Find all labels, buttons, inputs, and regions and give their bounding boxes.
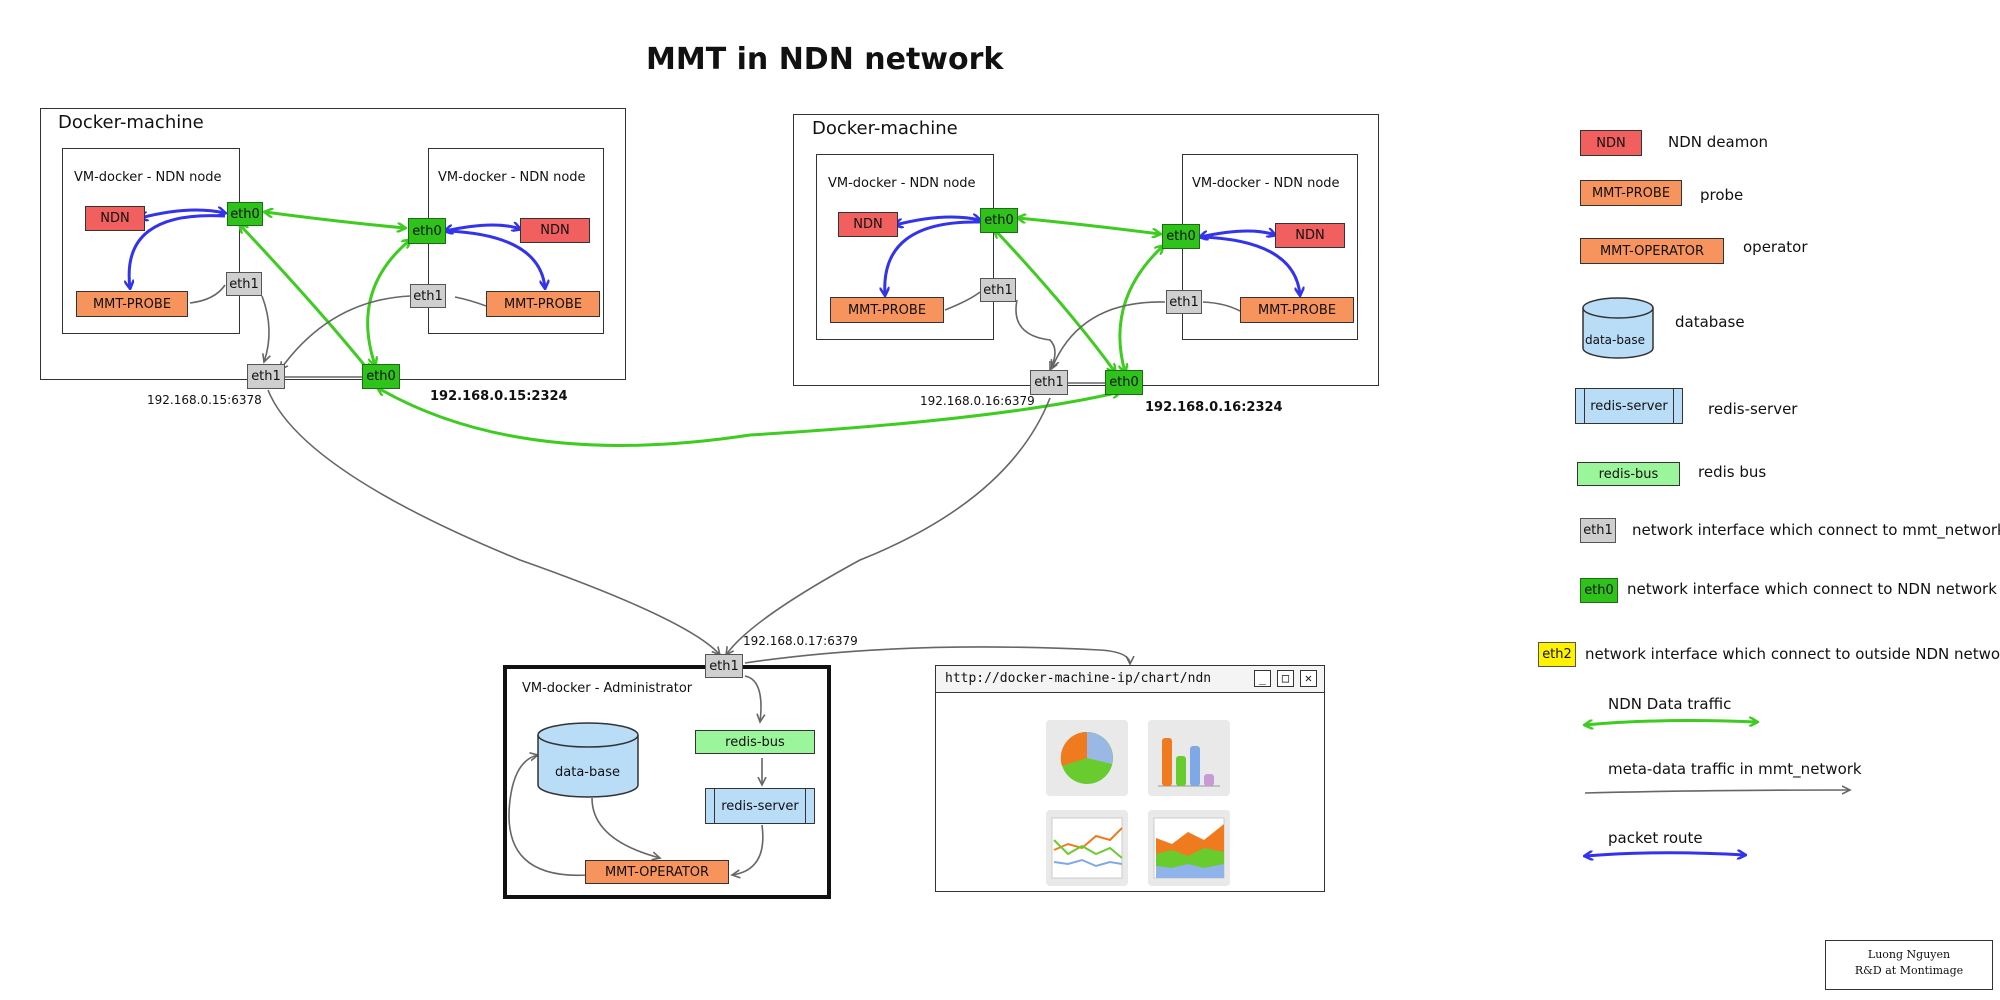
redis-bus-admin: redis-bus — [695, 730, 815, 754]
meta-data-lines — [189, 284, 1241, 875]
docker-machine-right-label: Docker-machine — [812, 118, 958, 139]
legend-database-label: data-base — [1585, 333, 1645, 347]
ndn-traffic-lines — [240, 212, 1163, 447]
database-admin-label: data-base — [555, 765, 620, 780]
author-org: R&D at Montimage — [1854, 964, 1964, 977]
legend-database-text: database — [1675, 313, 1745, 331]
eth1-admin: eth1 — [705, 654, 743, 678]
ndn-daemon-left-a: NDN — [85, 206, 145, 231]
ip-right-eth0: 192.168.0.16:2324 — [1145, 400, 1283, 415]
legend-redis-server-swatch: redis-server — [1575, 388, 1683, 424]
mmt-probe-right-b: MMT-PROBE — [1240, 297, 1354, 323]
database-cylinder-legend — [1582, 297, 1654, 359]
minimize-button[interactable]: _ — [1254, 670, 1271, 687]
legend-operator-text: operator — [1743, 238, 1808, 256]
ndn-daemon-right-a: NDN — [838, 212, 898, 237]
packet-route-lines — [129, 210, 1300, 295]
vm-ndn-node-right-a-label: VM-docker - NDN node — [828, 176, 976, 191]
legend-packet-route-text: packet route — [1608, 829, 1703, 847]
maximize-button[interactable]: □ — [1277, 670, 1294, 687]
area-chart-icon — [1148, 810, 1230, 886]
mmt-probe-right-a: MMT-PROBE — [830, 297, 944, 323]
legend-lines — [1585, 721, 1850, 856]
eth0-left-b: eth0 — [408, 218, 446, 244]
redis-server-admin: redis-server — [705, 788, 815, 824]
legend-operator-swatch: MMT-OPERATOR — [1580, 238, 1724, 264]
ip-right-eth1: 192.168.0.16:6379 — [920, 394, 1035, 408]
ip-left-eth0: 192.168.0.15:2324 — [430, 389, 568, 404]
ndn-daemon-right-b: NDN — [1275, 223, 1345, 248]
browser-window[interactable]: http://docker-machine-ip/chart/ndn _ □ ✕ — [935, 665, 1325, 892]
mmt-probe-left-b: MMT-PROBE — [486, 291, 600, 317]
legend-eth0-text: network interface which connect to NDN n… — [1627, 580, 1997, 598]
eth1-right-b: eth1 — [1166, 290, 1202, 314]
eth1-left-a: eth1 — [226, 272, 262, 296]
docker-machine-left — [40, 108, 626, 380]
legend-eth2-swatch: eth2 — [1538, 642, 1576, 667]
eth0-left-a: eth0 — [227, 202, 263, 226]
legend-ndn-text: NDN deamon — [1668, 133, 1768, 151]
eth1-left-b: eth1 — [410, 284, 446, 308]
author-signature: Luong Nguyen R&D at Montimage — [1825, 940, 1993, 990]
legend-eth1-swatch: eth1 — [1580, 518, 1616, 543]
docker-machine-right — [793, 114, 1379, 386]
database-cylinder-admin — [537, 722, 639, 798]
legend-eth1-text: network interface which connect to mmt_n… — [1632, 521, 2000, 539]
page-title: MMT in NDN network — [646, 42, 1004, 77]
legend-meta-traffic-text: meta-data traffic in mmt_network — [1608, 760, 1862, 778]
eth0-left-machine: eth0 — [362, 364, 400, 389]
browser-title-bar: http://docker-machine-ip/chart/ndn _ □ ✕ — [936, 666, 1324, 693]
browser-url: http://docker-machine-ip/chart/ndn — [945, 671, 1212, 686]
ip-admin-eth1: 192.168.0.17:6379 — [743, 634, 858, 648]
vm-ndn-node-left-b-label: VM-docker - NDN node — [438, 170, 586, 185]
legend-probe-text: probe — [1700, 186, 1744, 204]
vm-ndn-node-right-b-label: VM-docker - NDN node — [1192, 176, 1340, 191]
eth1-left-machine: eth1 — [247, 364, 285, 389]
legend-redis-server-text: redis-server — [1708, 400, 1798, 418]
legend-redis-bus-text: redis bus — [1698, 463, 1767, 481]
vm-ndn-node-left-a-label: VM-docker - NDN node — [74, 170, 222, 185]
legend-ndn-traffic-text: NDN Data traffic — [1608, 695, 1732, 713]
eth0-right-a: eth0 — [980, 208, 1018, 233]
ndn-daemon-left-b: NDN — [520, 218, 590, 243]
author-name: Luong Nguyen — [1867, 948, 1951, 961]
legend-probe-swatch: MMT-PROBE — [1580, 180, 1682, 206]
eth0-right-b: eth0 — [1162, 224, 1200, 249]
bar-chart-icon — [1148, 720, 1230, 796]
legend-redis-bus-swatch: redis-bus — [1577, 462, 1680, 486]
legend-ndn-swatch: NDN — [1580, 130, 1642, 156]
vm-administrator-label: VM-docker - Administrator — [522, 681, 693, 696]
docker-machine-left-label: Docker-machine — [58, 112, 204, 133]
legend-eth0-swatch: eth0 — [1580, 578, 1618, 603]
vm-administrator — [503, 665, 831, 899]
close-button[interactable]: ✕ — [1300, 670, 1317, 687]
pie-chart-icon — [1046, 720, 1128, 796]
mmt-probe-left-a: MMT-PROBE — [76, 291, 188, 317]
line-chart-icon — [1046, 810, 1128, 886]
ip-left-eth1: 192.168.0.15:6378 — [147, 393, 262, 407]
legend-eth2-text: network interface which connect to outsi… — [1585, 645, 2000, 663]
eth1-right-machine: eth1 — [1030, 370, 1068, 395]
eth1-right-a: eth1 — [980, 278, 1016, 302]
mmt-operator-admin: MMT-OPERATOR — [585, 860, 729, 884]
eth0-right-machine: eth0 — [1105, 370, 1143, 395]
